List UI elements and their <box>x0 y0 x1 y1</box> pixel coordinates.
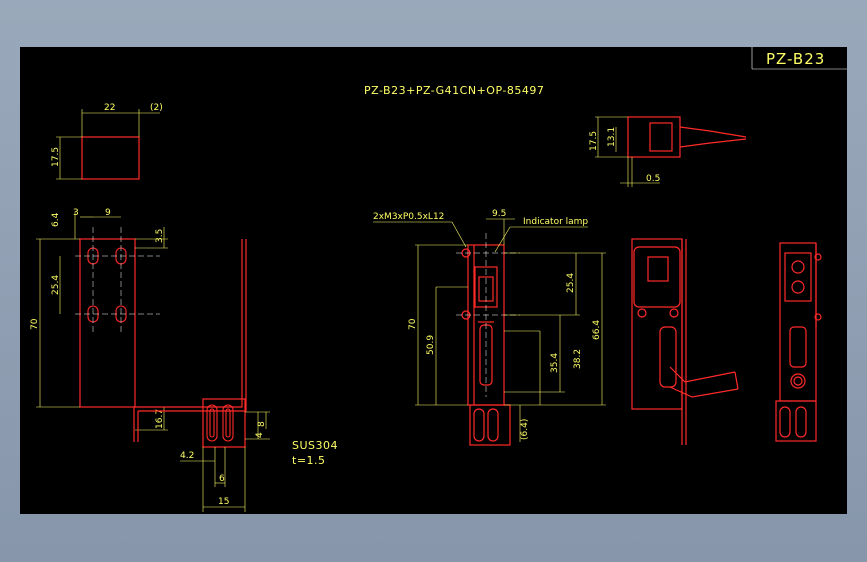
sheet-id: PZ-B23 <box>766 50 825 68</box>
bracket-slots <box>87 247 127 323</box>
drawing-title: PZ-B23+PZ-G41CN+OP-85497 <box>364 84 544 97</box>
dim-label: 25.4 <box>51 275 61 295</box>
dim-label: 6.4 <box>51 212 61 227</box>
view-top-block: 22 (2) 17.5 <box>51 103 163 180</box>
dim-label: (2) <box>150 103 163 113</box>
material-note: SUS304 <box>292 439 338 452</box>
dim-label: 9.5 <box>492 209 506 219</box>
dim-label: 50.9 <box>426 335 436 355</box>
dim-label: 17.5 <box>589 131 599 151</box>
dim-label: 6 <box>219 474 225 484</box>
bracket-plate <box>79 238 136 408</box>
dim-label: 3 <box>73 208 79 218</box>
view-sensor-top: 17.5 13.1 0.5 <box>589 116 747 187</box>
dim-label: 17.5 <box>51 147 61 167</box>
dim-label: 16.7 <box>155 409 165 429</box>
thread-callout: 2xM3xP0.5xL12 <box>373 212 444 222</box>
dim-label: 15 <box>218 497 229 507</box>
dim-label: 3.5 <box>155 229 165 243</box>
view-bracket-side <box>133 239 247 442</box>
view-bracket-front: 3 9 6.4 3.5 25.4 70 16.7 <box>30 208 168 431</box>
tab-outline <box>775 400 817 442</box>
view-bracket-tab: 4.2 6 15 4 8 SUS304 t=1.5 <box>180 398 338 512</box>
dim-label: 66.4 <box>592 320 602 340</box>
dim-label: 8 <box>257 421 267 427</box>
drawing-svg: PZ-B23 PZ-B23+PZ-G41CN+OP-85497 22 (2) 1… <box>30 47 847 512</box>
view-sensor-front: 2xM3xP0.5xL12 Indicator lamp 9.5 70 50.9… <box>373 209 606 446</box>
dim-label: 9 <box>105 208 111 218</box>
dim-label: 70 <box>30 318 40 330</box>
dim-label: 38.2 <box>573 349 583 369</box>
dim-label: 70 <box>408 318 418 330</box>
block-outline <box>81 136 140 180</box>
dim-label: 4 <box>255 432 265 438</box>
dim-label: 13.1 <box>607 127 617 147</box>
sensor-cable <box>669 366 739 398</box>
dim-label: 4.2 <box>180 451 194 461</box>
lamp-callout: Indicator lamp <box>523 217 588 227</box>
dim-label: 35.4 <box>550 353 560 373</box>
dim-label: 22 <box>104 103 115 113</box>
view-sensor-side <box>631 238 739 445</box>
dim-label: 0.5 <box>646 174 660 184</box>
thickness-note: t=1.5 <box>292 454 326 467</box>
tab-outline <box>202 398 246 448</box>
view-sensor-end <box>775 242 822 442</box>
dim-label: (6.4) <box>520 419 530 440</box>
sensor-top-body <box>627 116 681 158</box>
sensor-side-body <box>631 238 683 410</box>
drawing-canvas[interactable]: PZ-B23 PZ-B23+PZ-G41CN+OP-85497 22 (2) 1… <box>20 47 847 514</box>
dim-label: 25.4 <box>566 273 576 293</box>
sheet-border <box>751 47 847 70</box>
tab-outline <box>469 404 511 446</box>
